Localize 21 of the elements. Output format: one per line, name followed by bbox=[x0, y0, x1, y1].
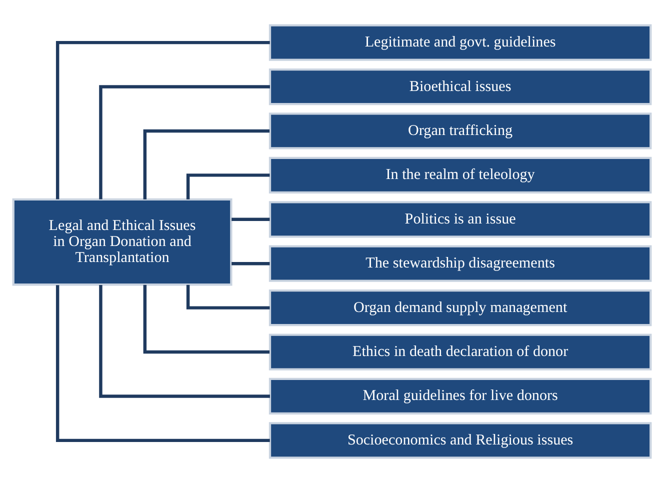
node-box: Bioethical issues bbox=[268, 68, 652, 105]
connector bbox=[186, 173, 270, 199]
connector bbox=[98, 284, 270, 398]
connector bbox=[186, 284, 270, 309]
node-box: The stewardship disagreements bbox=[268, 244, 652, 282]
node-box: Ethics in death declaration of donor bbox=[268, 333, 652, 370]
node-box: Socioeconomics and Religious issues bbox=[268, 422, 652, 458]
node-box: Politics is an issue bbox=[268, 200, 652, 238]
connector bbox=[142, 284, 270, 354]
node-box: Legal and Ethical Issues in Organ Donation and Transplantation bbox=[12, 198, 232, 286]
connector bbox=[231, 261, 270, 265]
connector bbox=[55, 40, 270, 199]
connector bbox=[231, 217, 270, 221]
node-box: In the realm of teleology bbox=[268, 156, 652, 194]
node-box: Legitimate and govt. guidelines bbox=[268, 24, 652, 60]
node-box: Moral guidelines for live donors bbox=[268, 377, 652, 414]
node-box: Organ demand supply management bbox=[268, 288, 652, 326]
connector bbox=[142, 128, 270, 199]
connector bbox=[98, 84, 270, 199]
node-box: Organ trafficking bbox=[268, 112, 652, 149]
connector bbox=[55, 284, 270, 442]
